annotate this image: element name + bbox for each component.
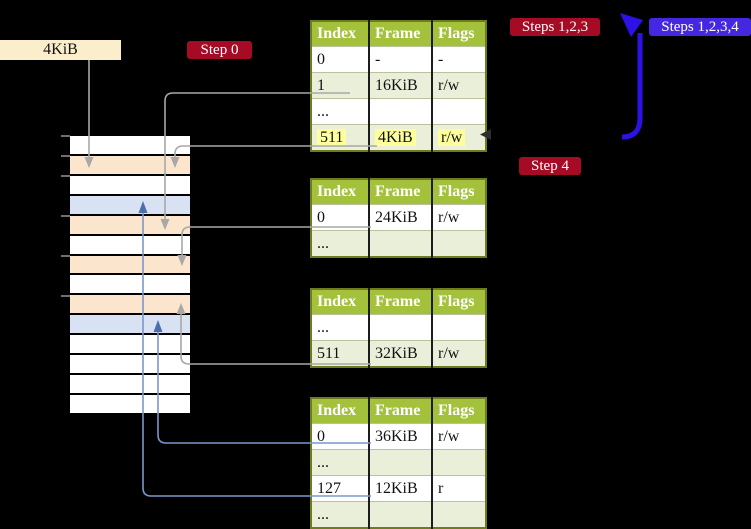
col-header-index: Index <box>311 179 369 205</box>
table-row: 1 16KiB r/w <box>311 72 486 99</box>
col-header-frame: Frame <box>368 289 432 315</box>
table-row: ... <box>311 449 486 476</box>
step4-badge: Step 4 <box>519 157 581 175</box>
table-row: ... <box>311 98 486 125</box>
table-header-row: Index Frame Flags <box>311 289 486 315</box>
table-row-highlighted: 511 4KiB r/w <box>311 124 486 151</box>
table-row: 127 12KiB r <box>311 475 486 502</box>
col-header-index: Index <box>311 21 369 47</box>
memory-frame-row-peach <box>70 293 190 314</box>
memory-frame-row-white <box>70 392 190 413</box>
steps1234-loop-arrow <box>621 33 643 140</box>
address-tick-marks <box>61 135 70 297</box>
table-header-row: Index Frame Flags <box>311 398 486 424</box>
steps123-badge: Steps 1,2,3 <box>510 18 600 36</box>
table-row: ... <box>311 501 486 528</box>
table-header-row: Index Frame Flags <box>311 21 486 47</box>
col-header-frame: Frame <box>368 179 432 205</box>
table-header-row: Index Frame Flags <box>311 179 486 205</box>
hidden-black-connector <box>490 132 619 138</box>
col-header-flags: Flags <box>431 179 486 205</box>
page-table-level-3: Index Frame Flags ... 511 32KiB r/w <box>310 288 487 368</box>
highlight: 4KiB <box>375 128 416 146</box>
memory-frame-row-white <box>70 173 190 194</box>
col-header-frame: Frame <box>368 21 432 47</box>
steps1234-badge: Steps 1,2,3,4 <box>649 18 751 36</box>
col-header-index: Index <box>311 289 369 315</box>
memory-size-label: 4KiB <box>0 40 121 60</box>
memory-frame-row-white <box>70 333 190 354</box>
table-row: 0 24KiB r/w <box>311 204 486 231</box>
col-header-flags: Flags <box>431 398 486 424</box>
table-row: 511 32KiB r/w <box>311 340 486 367</box>
memory-frame-row-white <box>70 353 190 374</box>
col-header-flags: Flags <box>431 289 486 315</box>
col-header-frame: Frame <box>368 398 432 424</box>
highlight: r/w <box>438 128 466 146</box>
page-table-level-4: Index Frame Flags 0 36KiB r/w ... 127 12… <box>310 397 487 529</box>
page-table-level-1: Index Frame Flags 0 - - 1 16KiB r/w ... … <box>310 20 487 152</box>
memory-frame-row-white <box>70 273 190 294</box>
memory-frame-row-peach <box>70 213 190 234</box>
col-header-flags: Flags <box>431 21 486 47</box>
table-row: ... <box>311 230 486 257</box>
memory-stack <box>70 136 190 413</box>
col-header-index: Index <box>311 398 369 424</box>
highlight: 511 <box>317 128 347 146</box>
page-table-level-2: Index Frame Flags 0 24KiB r/w ... <box>310 178 487 258</box>
memory-frame-row-peach <box>70 253 190 274</box>
table-row: ... <box>311 314 486 341</box>
table-row: 0 - - <box>311 46 486 73</box>
memory-frame-row-white <box>70 136 190 154</box>
memory-frame-row-white <box>70 373 190 393</box>
steps1234-loop-arrowhead <box>620 13 643 37</box>
memory-frame-row-blue <box>70 313 190 334</box>
table-row: 0 36KiB r/w <box>311 423 486 450</box>
step0-badge: Step 0 <box>187 41 252 59</box>
memory-frame-row-blue <box>70 193 190 214</box>
memory-frame-row-peach <box>70 153 190 174</box>
memory-frame-row-white <box>70 233 190 254</box>
